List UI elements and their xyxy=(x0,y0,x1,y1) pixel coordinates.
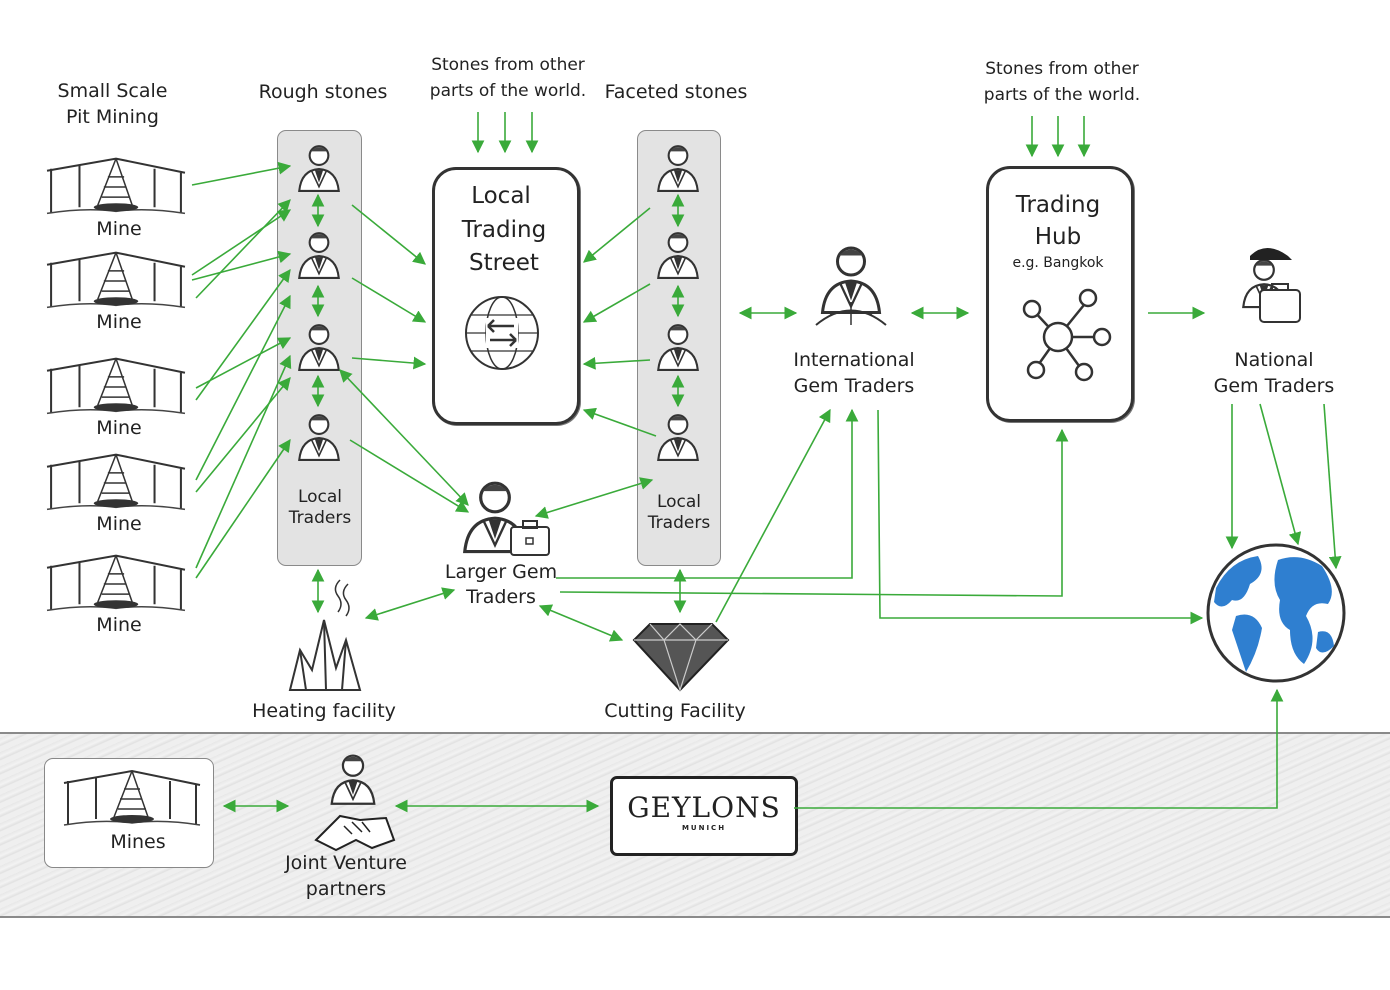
mine-icon-4 xyxy=(45,453,187,511)
local-traders-right-label-1: Local xyxy=(656,492,702,512)
geylons-city: MUNICH xyxy=(681,824,727,832)
mine-label-4: Mine xyxy=(96,513,142,535)
larger-gem-label-2: Traders xyxy=(466,586,536,608)
mine-icon-3 xyxy=(45,357,187,415)
trading-hub-label-2: Hub xyxy=(1034,224,1082,250)
local-traders-right-label-2: Traders xyxy=(647,513,711,533)
joint-venture-label-1: Joint Venture xyxy=(285,852,407,874)
mine-label-1: Mine xyxy=(96,218,142,240)
stones-other-label-1b: parts of the world. xyxy=(429,81,587,101)
national-trader-icon xyxy=(1241,248,1301,323)
trading-hub-box xyxy=(986,166,1134,422)
national-traders-label-1: National xyxy=(1234,349,1314,371)
mine-label-5: Mine xyxy=(96,614,142,636)
diamond-icon xyxy=(632,623,730,692)
intl-traders-label-1: International xyxy=(793,349,915,371)
rough-stones-label: Rough stones xyxy=(258,81,388,103)
mine-label-2: Mine xyxy=(96,311,142,333)
stones-other-label-1a: Stones from other xyxy=(431,55,585,75)
joint-venture-mines-box xyxy=(44,758,214,868)
mine-icon-5 xyxy=(45,554,187,612)
exchange-globe-icon xyxy=(465,296,539,370)
pit-mining-label: Pit Mining xyxy=(66,106,159,128)
geylons-wordmark: GEYLONS xyxy=(627,791,781,824)
local-traders-left-label-2: Traders xyxy=(288,508,352,528)
local-trading-label-3: Street xyxy=(469,250,539,276)
cutting-facility-label: Cutting Facility xyxy=(604,700,746,722)
geylons-logo: GEYLONS MUNICH xyxy=(610,776,798,856)
trader-icon-right-4 xyxy=(657,414,699,461)
mines-label: Mines xyxy=(110,831,166,853)
mine-label-3: Mine xyxy=(96,417,142,439)
mine-icon-1 xyxy=(45,157,187,215)
mine-icon-2 xyxy=(45,251,187,309)
trading-hub-label-1: Trading xyxy=(1015,192,1101,218)
intl-traders-label-2: Gem Traders xyxy=(793,375,915,397)
world-globe-icon xyxy=(1206,543,1346,683)
faceted-stones-label: Faceted stones xyxy=(604,81,748,103)
trader-icon-left-2 xyxy=(298,232,340,279)
small-scale-label: Small Scale xyxy=(57,80,168,102)
larger-gem-trader-icon xyxy=(463,481,550,556)
international-trader-icon xyxy=(815,246,887,326)
stones-other-label-2b: parts of the world. xyxy=(983,85,1141,105)
trader-icon-right-2 xyxy=(657,232,699,279)
handshake-icon xyxy=(314,754,396,852)
mine-icon-jv xyxy=(62,769,202,827)
trading-hub-example: e.g. Bangkok xyxy=(1012,255,1104,271)
national-traders-label-2: Gem Traders xyxy=(1213,375,1335,397)
heating-facility-label: Heating facility xyxy=(252,700,396,722)
crystal-heat-icon xyxy=(288,579,362,691)
stones-other-label-2a: Stones from other xyxy=(985,59,1139,79)
trader-icon-right-1 xyxy=(657,145,699,192)
trader-icon-left-1 xyxy=(298,145,340,192)
trader-icon-left-3 xyxy=(298,324,340,371)
local-traders-left-label-1: Local xyxy=(297,487,343,507)
trader-icon-right-3 xyxy=(657,324,699,371)
flow-arrows xyxy=(191,112,1342,813)
joint-venture-label-2: partners xyxy=(305,878,387,900)
trader-icon-left-4 xyxy=(298,414,340,461)
local-trading-label-2: Trading xyxy=(461,217,547,243)
larger-gem-label-1: Larger Gem xyxy=(444,561,558,583)
network-hub-icon xyxy=(1022,288,1112,382)
local-trading-label-1: Local xyxy=(471,183,531,209)
